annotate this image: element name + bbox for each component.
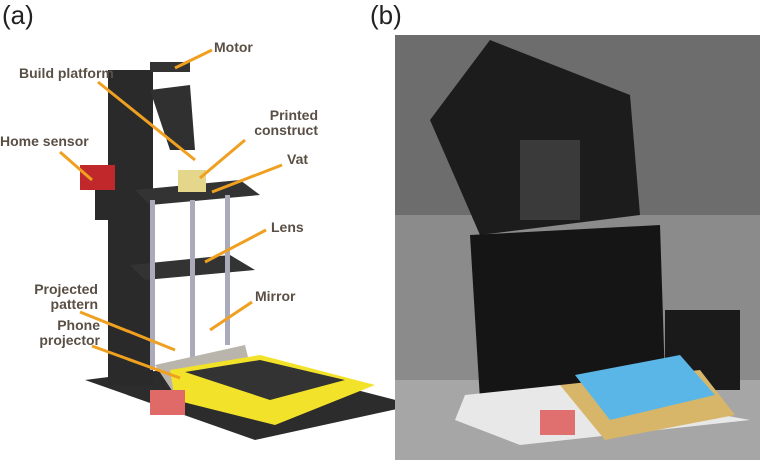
cad-render xyxy=(80,62,415,440)
label-mirror: Mirror xyxy=(255,288,296,304)
photo xyxy=(395,35,760,460)
label-lens: Lens xyxy=(271,219,304,235)
label-motor: Motor xyxy=(214,39,253,55)
panel-label-a: (a) xyxy=(2,0,34,30)
label-line: pattern xyxy=(50,296,98,312)
panel-label-b: (b) xyxy=(370,0,402,30)
leader-lines xyxy=(59,48,283,380)
label-line: Projected xyxy=(34,281,98,297)
label-line: construct xyxy=(254,122,318,138)
label-home-sensor: Home sensor xyxy=(0,133,89,149)
label-line: Phone xyxy=(57,317,100,333)
label-line: Printed xyxy=(269,107,318,123)
label-line: projector xyxy=(39,332,100,348)
label-build-platform: Build platform xyxy=(19,65,114,81)
label-vat: Vat xyxy=(287,151,309,167)
